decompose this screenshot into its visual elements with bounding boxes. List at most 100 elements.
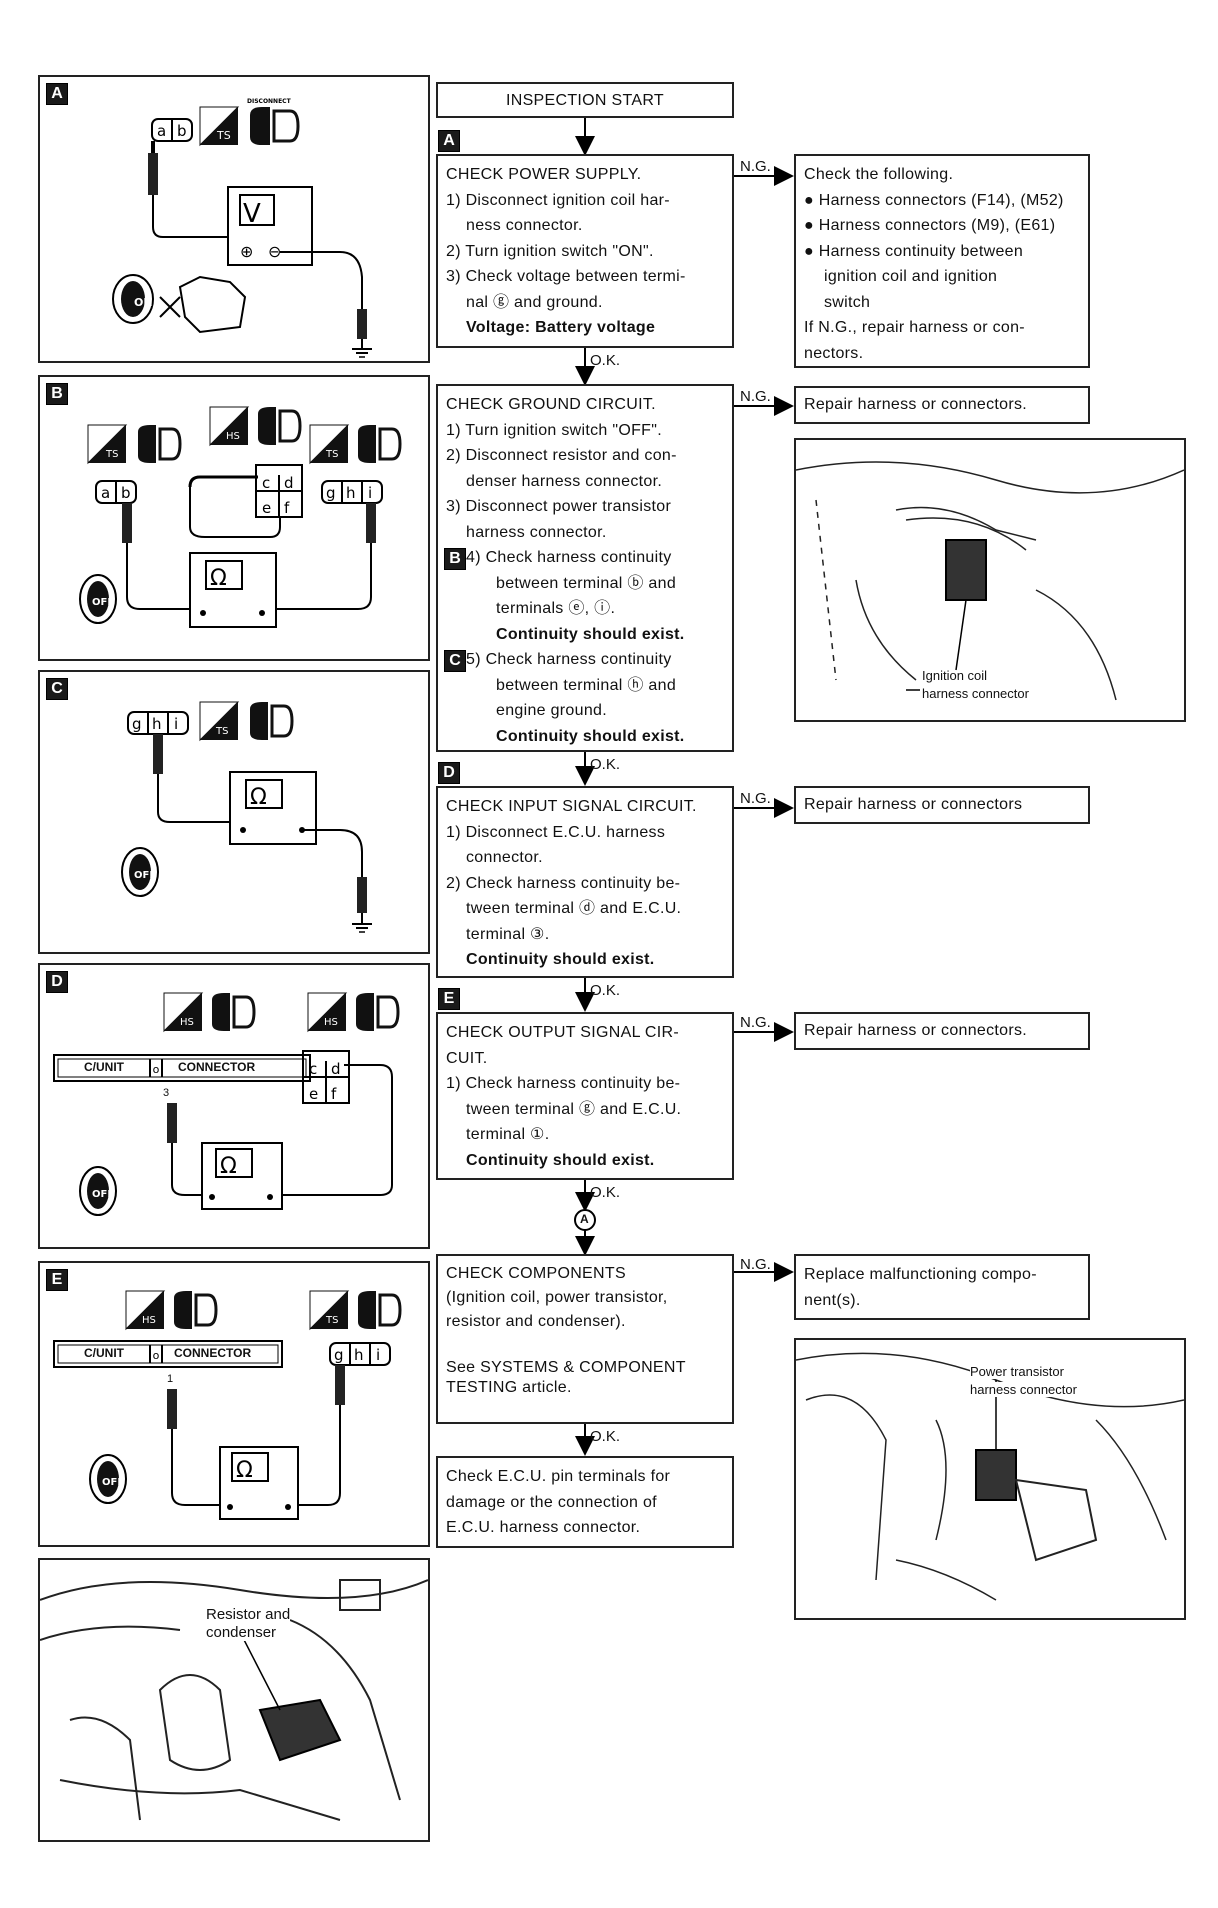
ng-label: N.G. bbox=[740, 790, 771, 807]
step-a-tag: A bbox=[438, 130, 460, 152]
step-line: 1) Disconnect E.C.U. harness bbox=[446, 823, 666, 841]
step-check-input-signal: CHECK INPUT SIGNAL CIRCUIT. 1) Disconnec… bbox=[436, 786, 734, 978]
meter-voltage-label: V bbox=[243, 199, 261, 229]
step-line: 2) Disconnect resistor and con- bbox=[446, 447, 677, 464]
ng-repair-harness: Repair harness or connectors. bbox=[794, 386, 1090, 424]
step-spec: Continuity should exist. bbox=[466, 1151, 655, 1169]
svg-text:e: e bbox=[262, 499, 271, 517]
photo-caption: Ignition coil bbox=[922, 668, 988, 683]
step-c-tag: C bbox=[444, 650, 466, 672]
panel-b-wiring: TS HS TS a b c d e f g h i bbox=[79, 406, 402, 628]
svg-text:⊖: ⊖ bbox=[268, 242, 281, 261]
final-line: Check E.C.U. pin terminals for bbox=[446, 1468, 671, 1485]
panel-e-output-signal: E HS TS o g h i Ω OFF C/UNIT CONNECTOR 1 bbox=[38, 1261, 430, 1547]
step-line: 1) Turn ignition switch "OFF". bbox=[446, 421, 662, 439]
panel-tag: A bbox=[46, 83, 68, 105]
svg-text:d: d bbox=[284, 474, 294, 492]
svg-text:g: g bbox=[326, 484, 336, 502]
svg-text:Ω: Ω bbox=[236, 1458, 253, 1483]
svg-text:e: e bbox=[309, 1085, 318, 1103]
step-spec: Continuity should exist. bbox=[496, 625, 685, 643]
panel-b-ground-check: B TS HS TS a b c d e f g h i bbox=[38, 375, 430, 661]
step-check-output-signal: CHECK OUTPUT SIGNAL CIR- CUIT. 1) Check … bbox=[436, 1012, 734, 1180]
step-line: 4) Check harness continuity bbox=[466, 549, 672, 566]
ng-label: N.G. bbox=[740, 1256, 771, 1273]
cunit-label: C/UNIT bbox=[84, 1060, 124, 1074]
svg-text:d: d bbox=[331, 1060, 341, 1078]
ng-label: N.G. bbox=[740, 158, 771, 175]
ng-line: Repair harness or connectors. bbox=[804, 1022, 1028, 1039]
ng-line: nectors. bbox=[804, 344, 864, 362]
photo-caption: harness connector bbox=[922, 686, 1029, 701]
svg-text:g: g bbox=[334, 1346, 344, 1364]
photo-caption: Resistor and bbox=[206, 1606, 291, 1623]
svg-text:HS: HS bbox=[324, 1017, 338, 1028]
ok-label: O.K. bbox=[590, 352, 621, 369]
panel-tag: B bbox=[46, 383, 68, 405]
ok-label: O.K. bbox=[590, 756, 621, 773]
engine-bay-sketch bbox=[40, 1579, 428, 1821]
step-line: tween terminal ⓖ and E.C.U. bbox=[466, 1100, 682, 1118]
final-line: damage or the connection of bbox=[446, 1493, 657, 1511]
step-line: TESTING article. bbox=[446, 1379, 572, 1396]
ng-line: If N.G., repair harness or con- bbox=[804, 319, 1025, 336]
svg-text:a: a bbox=[157, 122, 166, 140]
panel-tag: D bbox=[46, 971, 68, 993]
step-line: tween terminal ⓓ and E.C.U. bbox=[466, 900, 682, 917]
svg-text:Ω: Ω bbox=[210, 566, 227, 591]
panel-tag: C bbox=[46, 678, 68, 700]
step-title: CUIT. bbox=[446, 1049, 488, 1067]
step-d-tag: D bbox=[438, 762, 460, 784]
panel-a-wiring: a b V ⊕ ⊖ TS DISCONNECT ON bbox=[112, 98, 372, 358]
step-line: ness connector. bbox=[466, 217, 583, 234]
ng-line: Check the following. bbox=[804, 166, 954, 183]
step-check-power-supply: CHECK POWER SUPPLY. 1) Disconnect igniti… bbox=[436, 154, 734, 348]
svg-text:c: c bbox=[262, 474, 270, 492]
panel-c-ground-check: C g h i TS Ω OFF bbox=[38, 670, 430, 954]
step-check-ground-circuit: CHECK GROUND CIRCUIT. 1) Turn ignition s… bbox=[436, 384, 734, 752]
step-line: terminal ③. bbox=[466, 925, 550, 943]
panel-c-wiring: g h i TS Ω OFF bbox=[121, 701, 372, 933]
svg-text:h: h bbox=[354, 1346, 364, 1364]
svg-text:HS: HS bbox=[180, 1017, 194, 1028]
step-line: resistor and condenser). bbox=[446, 1313, 626, 1330]
photo-caption: condenser bbox=[206, 1624, 277, 1641]
step-line: 2) Turn ignition switch "ON". bbox=[446, 242, 654, 260]
svg-text:h: h bbox=[346, 484, 356, 502]
svg-text:TS: TS bbox=[105, 449, 118, 460]
ok-label: O.K. bbox=[590, 982, 621, 999]
ng-line: ● Harness continuity between bbox=[804, 242, 1024, 260]
ng-repair-harness: Repair harness or connectors. bbox=[794, 1012, 1090, 1050]
panel-tag: E bbox=[46, 1269, 68, 1291]
step-line: 5) Check harness continuity bbox=[466, 651, 672, 668]
svg-text:ON: ON bbox=[134, 296, 153, 309]
final-check-ecu: Check E.C.U. pin terminals for damage or… bbox=[436, 1456, 734, 1548]
step-check-components: CHECK COMPONENTS (Ignition coil, power t… bbox=[436, 1254, 734, 1424]
step-line: 2) Check harness continuity be- bbox=[446, 874, 681, 892]
step-line: harness connector. bbox=[466, 523, 607, 541]
svg-text:Ω: Ω bbox=[250, 785, 267, 810]
svg-text:b: b bbox=[177, 122, 187, 140]
ok-label: O.K. bbox=[590, 1184, 621, 1201]
pin-number: 3 bbox=[163, 1087, 170, 1099]
photo-power-transistor: Power transistor harness connector bbox=[794, 1338, 1186, 1620]
svg-text:g: g bbox=[132, 715, 142, 733]
ng-line: Repair harness or connectors. bbox=[804, 396, 1028, 413]
step-line: terminal ①. bbox=[466, 1126, 550, 1143]
inspection-start: INSPECTION START bbox=[436, 82, 734, 118]
svg-text:a: a bbox=[101, 484, 110, 502]
step-line: (Ignition coil, power transistor, bbox=[446, 1289, 668, 1306]
ng-line: nent(s). bbox=[804, 1291, 861, 1309]
photo-caption: Power transistor bbox=[970, 1364, 1064, 1379]
step-title: CHECK COMPONENTS bbox=[446, 1265, 626, 1282]
pin-number: 1 bbox=[167, 1373, 174, 1385]
svg-text:i: i bbox=[174, 715, 178, 733]
step-b-tag: B bbox=[444, 548, 466, 570]
svg-text:c: c bbox=[309, 1060, 317, 1078]
step-line: See SYSTEMS & COMPONENT bbox=[446, 1359, 686, 1376]
engine-bay-sketch bbox=[796, 1352, 1184, 1601]
step-line: terminals ⓔ, ⓘ. bbox=[496, 600, 616, 617]
cunit-label: C/UNIT bbox=[84, 1346, 124, 1360]
step-title: CHECK INPUT SIGNAL CIRCUIT. bbox=[446, 798, 697, 815]
svg-text:TS: TS bbox=[325, 449, 338, 460]
